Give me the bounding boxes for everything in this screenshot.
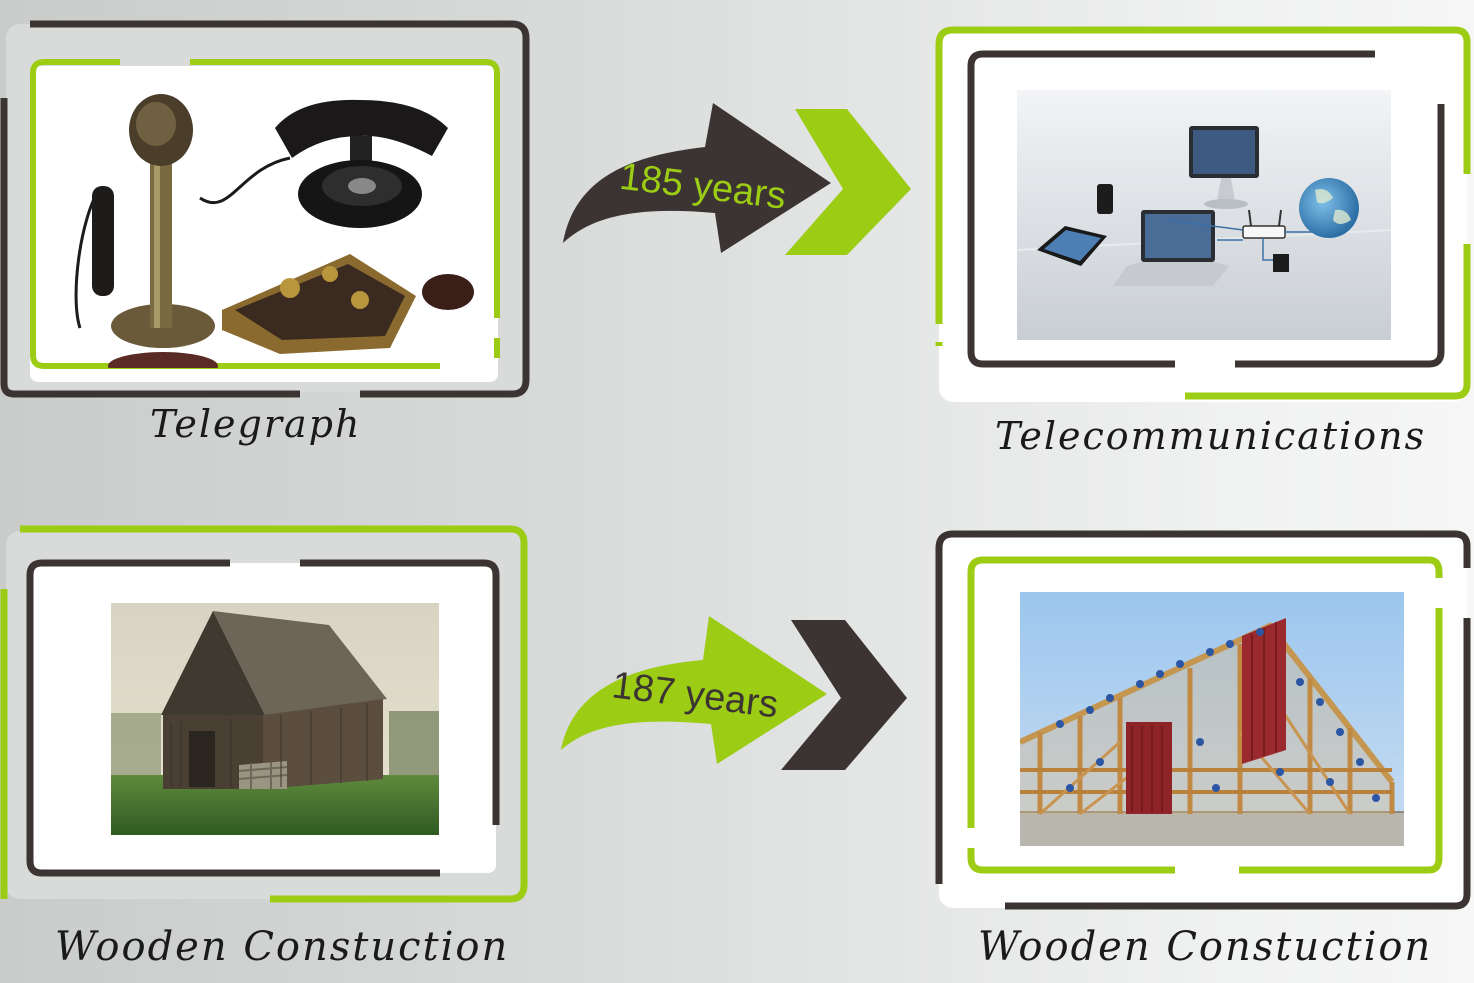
panel-wooden-new — [935, 528, 1471, 914]
arrow-body — [561, 616, 827, 764]
caption-telecom: Telecommunications — [995, 414, 1427, 458]
arrow-chevron — [781, 620, 907, 770]
arrow-185-years: 185 years — [563, 103, 911, 255]
arrow-chevron — [785, 109, 911, 255]
panel-telegraph — [0, 18, 530, 398]
old-wooden-barn-image — [111, 603, 439, 835]
barn-raising-construction-image — [1020, 592, 1404, 846]
caption-wooden-new: Wooden Constuction — [978, 924, 1433, 970]
modern-devices-network-image — [1017, 90, 1391, 340]
caption-wooden-old: Wooden Constuction — [55, 924, 510, 970]
old-telephones-and-telegraph-key-image — [74, 94, 474, 368]
caption-telegraph: Telegraph — [150, 402, 362, 446]
panel-telecom — [935, 24, 1471, 410]
arrow-body — [563, 103, 831, 253]
panel-wooden-old — [0, 525, 530, 905]
arrow-187-years: 187 years — [561, 616, 907, 770]
